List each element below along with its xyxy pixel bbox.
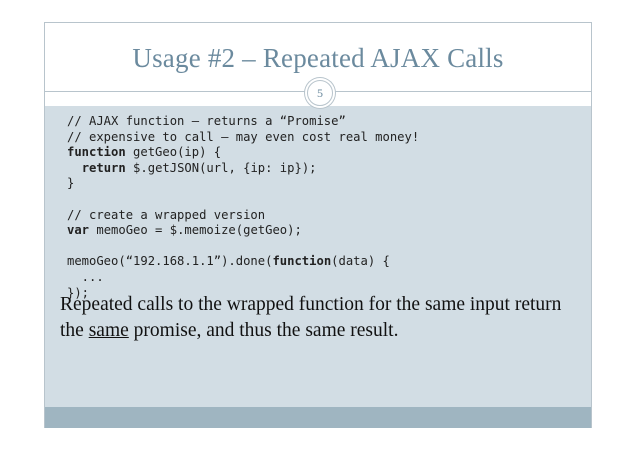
page-number-badge: 5	[307, 80, 333, 106]
code-line: // AJAX function – returns a “Promise”	[67, 114, 346, 128]
body-text-part: promise, and thus the same result.	[128, 320, 399, 341]
footer-band	[45, 407, 591, 428]
body-emphasis: same	[88, 320, 129, 341]
code-line: memoGeo(“192.168.1.1”).done(	[67, 254, 273, 269]
slide-content: // AJAX function – returns a “Promise” /…	[45, 106, 591, 407]
code-indent	[67, 161, 82, 175]
code-keyword: function	[67, 145, 126, 160]
code-line: });	[67, 285, 90, 300]
code-line: ...	[67, 269, 104, 284]
code-keyword: var	[67, 223, 90, 238]
code-line: getGeo(ip) {	[125, 145, 222, 160]
code-keyword: return	[81, 160, 126, 175]
body-paragraph: Repeated calls to the wrapped function f…	[60, 292, 580, 344]
code-line: }	[67, 176, 75, 191]
code-keyword: function	[272, 254, 332, 269]
code-line: (data) {	[331, 254, 390, 269]
code-line: $.getJSON(url, {ip: ip});	[125, 160, 317, 175]
code-line: memoGeo = $.memoize(getGeo);	[89, 223, 302, 238]
code-line: // create a wrapped version	[67, 207, 266, 222]
code-block: // AJAX function – returns a “Promise” /…	[67, 114, 419, 301]
slide-title: Usage #2 – Repeated AJAX Calls	[132, 43, 504, 73]
body-text-part: Repeated calls to the wrapped function f…	[60, 294, 562, 341]
slide: Usage #2 – Repeated AJAX Calls // AJAX f…	[44, 22, 592, 428]
code-line: // expensive to call – may even cost rea…	[67, 129, 420, 144]
